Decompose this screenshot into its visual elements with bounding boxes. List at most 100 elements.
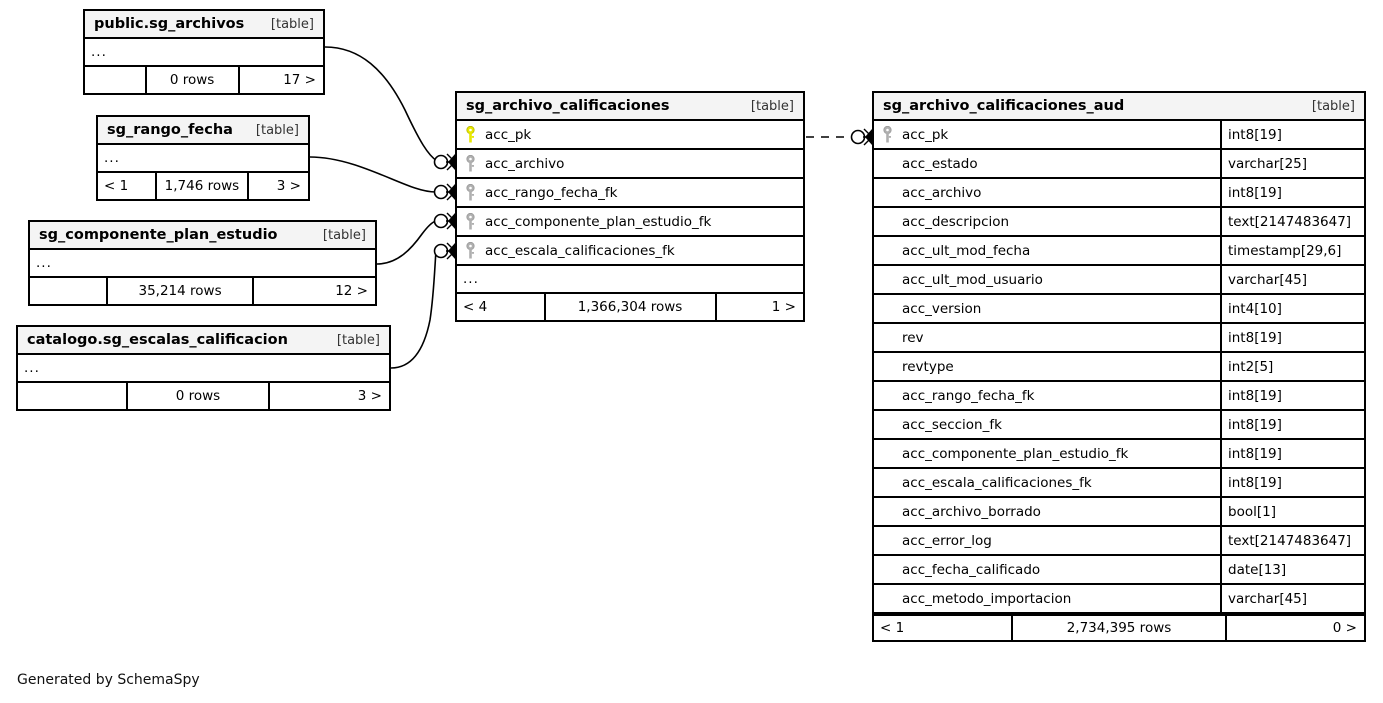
footer-row-count: 1,746 rows [154, 173, 250, 199]
column-type: int8[19] [1220, 179, 1364, 206]
column-name: acc_fecha_calificado [902, 561, 1041, 578]
column-name: acc_pk [902, 126, 949, 143]
column-type: int8[19] [1220, 324, 1364, 351]
table-row[interactable]: acc_escala_calificaciones_fk [457, 237, 803, 266]
footer-parents-count [30, 278, 106, 304]
table-row[interactable]: revtype int2[5] [874, 353, 1364, 382]
column-type: date[13] [1220, 556, 1364, 583]
edge-sg-escalas-calificacion [390, 250, 437, 369]
table-row[interactable]: acc_seccion_fk int8[19] [874, 411, 1364, 440]
foreign-key-icon [457, 184, 483, 201]
table-row[interactable]: acc_archivo_borrado bool[1] [874, 498, 1364, 527]
column-type: int8[19] [1220, 382, 1364, 409]
endpoint-acc-rango-fecha-fk [433, 183, 456, 201]
column-type: int8[19] [1220, 411, 1364, 438]
column-type: text[2147483647] [1220, 208, 1364, 235]
table-row[interactable]: acc_descripcion text[2147483647] [874, 208, 1364, 237]
table-row[interactable]: acc_rango_fecha_fk [457, 179, 803, 208]
footer-children-count: 1 > [771, 299, 796, 315]
endpoint-aud [850, 128, 873, 146]
table-type-tag: [table] [255, 122, 299, 138]
collapsed-columns-indicator[interactable]: ... [98, 145, 308, 173]
table-title: catalogo.sg_escalas_calificacion [27, 332, 288, 348]
table-header: public.sg_archivos [table] [85, 11, 323, 39]
footer-parents-count: < 4 [463, 299, 488, 315]
footer-row-count: 35,214 rows [105, 278, 255, 304]
table-row[interactable]: acc_ult_mod_usuario varchar[45] [874, 266, 1364, 295]
table-header: sg_archivo_calificaciones [table] [457, 93, 803, 121]
table-row[interactable]: acc_estado varchar[25] [874, 150, 1364, 179]
footer-parents-count: < 1 [880, 620, 905, 636]
table-row[interactable]: acc_pk int8[19] [874, 121, 1364, 150]
table-sg-archivo-calificaciones[interactable]: sg_archivo_calificaciones [table] acc_pk [455, 91, 805, 322]
column-type: bool[1] [1220, 498, 1364, 525]
table-public-sg-archivos[interactable]: public.sg_archivos [table] ... 0 rows 17… [83, 9, 325, 95]
table-row[interactable]: acc_ult_mod_fecha timestamp[29,6] [874, 237, 1364, 266]
column-name: acc_pk [485, 126, 532, 143]
collapsed-columns-indicator[interactable]: ... [30, 250, 375, 278]
column-name: acc_rango_fecha_fk [485, 184, 618, 201]
table-sg-rango-fecha[interactable]: sg_rango_fecha [table] ... < 1 1,746 row… [96, 115, 310, 201]
table-footer: < 1 2,734,395 rows 0 > [874, 614, 1364, 640]
column-name: rev [902, 329, 924, 346]
column-type: varchar[45] [1220, 585, 1364, 612]
table-row[interactable]: acc_archivo int8[19] [874, 179, 1364, 208]
table-row[interactable]: acc_escala_calificaciones_fk int8[19] [874, 469, 1364, 498]
footer-children-count: 3 > [276, 178, 301, 194]
table-type-tag: [table] [270, 16, 314, 32]
column-name: revtype [902, 358, 954, 375]
table-type-tag: [table] [322, 227, 366, 243]
column-name: acc_seccion_fk [902, 416, 1002, 433]
table-type-tag: [table] [1311, 98, 1355, 114]
column-name: acc_archivo_borrado [902, 503, 1041, 520]
table-row[interactable]: acc_componente_plan_estudio_fk [457, 208, 803, 237]
table-row[interactable]: acc_fecha_calificado date[13] [874, 556, 1364, 585]
foreign-key-icon [457, 213, 483, 230]
primary-key-icon [457, 126, 483, 143]
table-header: catalogo.sg_escalas_calificacion [table] [18, 327, 389, 355]
table-row[interactable]: acc_rango_fecha_fk int8[19] [874, 382, 1364, 411]
edge-sg-archivos [324, 46, 438, 162]
column-type: int8[19] [1220, 440, 1364, 467]
table-title: sg_rango_fecha [107, 122, 233, 138]
foreign-key-icon [874, 126, 900, 143]
table-sg-componente-plan-estudio[interactable]: sg_componente_plan_estudio [table] ... 3… [28, 220, 377, 306]
table-row[interactable]: acc_archivo [457, 150, 803, 179]
footer-parents-count: < 1 [104, 178, 129, 194]
table-footer: < 1 1,746 rows 3 > [98, 173, 308, 199]
table-footer: 35,214 rows 12 > [30, 278, 375, 304]
table-row[interactable]: acc_metodo_importacion varchar[45] [874, 585, 1364, 614]
table-row[interactable]: acc_componente_plan_estudio_fk int8[19] [874, 440, 1364, 469]
footer-children-count: 0 > [1332, 620, 1357, 636]
collapsed-columns-indicator[interactable]: ... [457, 266, 803, 294]
table-title: sg_archivo_calificaciones [466, 98, 670, 114]
column-type: int8[19] [1220, 121, 1364, 148]
table-row[interactable]: rev int8[19] [874, 324, 1364, 353]
column-name: acc_ult_mod_fecha [902, 242, 1031, 259]
collapsed-columns-indicator[interactable]: ... [18, 355, 389, 383]
footer-row-count: 0 rows [125, 383, 271, 409]
endpoint-acc-archivo [433, 153, 456, 171]
footer-children-count: 12 > [335, 283, 368, 299]
table-row[interactable]: acc_pk [457, 121, 803, 150]
edge-sg-rango-fecha [309, 156, 437, 193]
column-name: acc_error_log [902, 532, 992, 549]
footer-row-count: 1,366,304 rows [543, 294, 717, 320]
column-type: varchar[25] [1220, 150, 1364, 177]
table-catalogo-sg-escalas-calificacion[interactable]: catalogo.sg_escalas_calificacion [table]… [16, 325, 391, 411]
column-type: varchar[45] [1220, 266, 1364, 293]
column-name: acc_componente_plan_estudio_fk [485, 213, 712, 230]
table-row[interactable]: acc_version int4[10] [874, 295, 1364, 324]
table-header: sg_archivo_calificaciones_aud [table] [874, 93, 1364, 121]
collapsed-columns-indicator[interactable]: ... [85, 39, 323, 67]
table-footer: 0 rows 3 > [18, 383, 389, 409]
table-row[interactable]: acc_error_log text[2147483647] [874, 527, 1364, 556]
footer-children-count: 17 > [283, 72, 316, 88]
column-name: acc_rango_fecha_fk [902, 387, 1035, 404]
table-title: public.sg_archivos [94, 16, 245, 32]
footer-parents-count [18, 383, 126, 409]
foreign-key-icon [457, 155, 483, 172]
table-sg-archivo-calificaciones-aud[interactable]: sg_archivo_calificaciones_aud [table] ac… [872, 91, 1366, 642]
footer-parents-count [85, 67, 145, 93]
